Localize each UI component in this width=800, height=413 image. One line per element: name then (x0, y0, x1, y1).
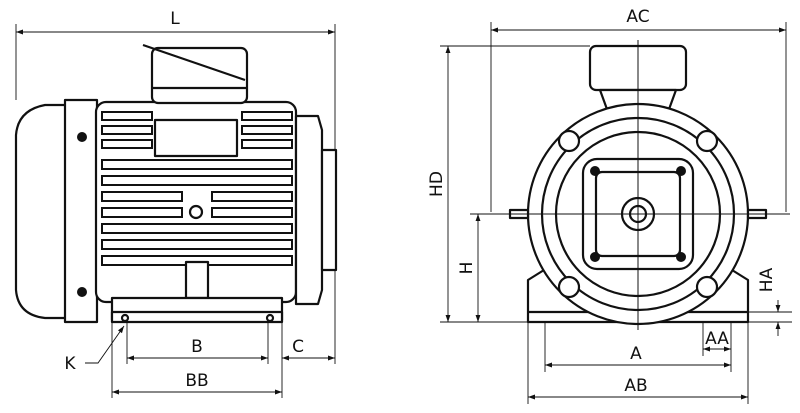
dim-label-HD: HD (427, 171, 447, 197)
foot-support (184, 260, 210, 300)
dim-label-C: C (292, 337, 304, 357)
dim-label-AC: AC (626, 7, 649, 27)
nameplate (153, 118, 239, 158)
bolt-hole (77, 132, 87, 142)
drive-end-shield (294, 114, 324, 306)
front-view (500, 40, 790, 330)
plate-bolt (676, 166, 686, 176)
flange-lug (557, 129, 581, 153)
dim-label-B: B (191, 337, 203, 357)
dim-label-AB: AB (624, 376, 647, 396)
bolt-hole (77, 287, 87, 297)
terminal-box-lid-strap (142, 43, 246, 82)
plate-bolt (590, 252, 600, 262)
plate-bolt (676, 252, 686, 262)
dim-label-BB: BB (185, 371, 208, 391)
cooling-fins (101, 111, 293, 266)
foot-hole (265, 313, 275, 323)
dim-label-A: A (630, 344, 642, 364)
side-view (14, 43, 338, 324)
dim-label-H: H (457, 262, 477, 275)
dim-label-L: L (170, 9, 180, 29)
dimension-lines (15, 22, 792, 404)
flange-lug (557, 275, 581, 299)
dimension-labels: L K B C BB AC HD H HA A AA AB (64, 7, 777, 396)
lifting-eye (188, 204, 204, 220)
flange-lug (695, 129, 719, 153)
dim-label-K: K (64, 354, 76, 374)
terminal-box (150, 46, 249, 105)
plate-bolt (590, 166, 600, 176)
foot-hole (120, 313, 130, 323)
dim-label-HA: HA (757, 267, 777, 292)
flange-lug (695, 275, 719, 299)
dim-label-AA: AA (705, 329, 729, 349)
